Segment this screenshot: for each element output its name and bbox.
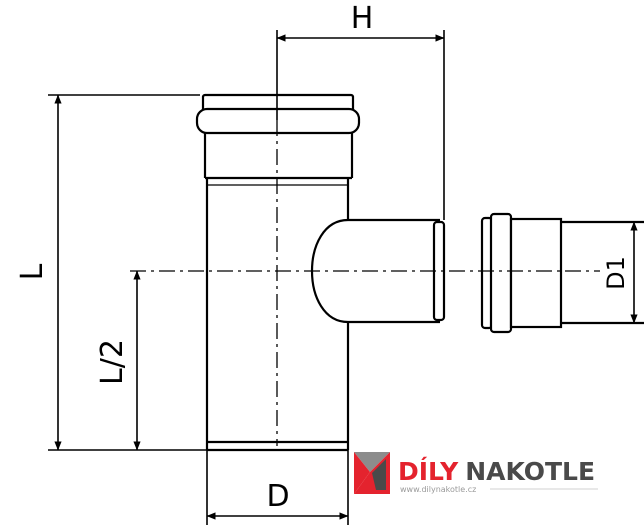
center-lines xyxy=(130,120,600,446)
label-l: L xyxy=(15,263,50,280)
top-socket xyxy=(195,93,361,186)
detached-socket xyxy=(480,212,644,334)
logo-text-part2: NA xyxy=(465,457,506,486)
label-d: D xyxy=(266,479,289,514)
label-h: H xyxy=(351,1,374,36)
tee-body xyxy=(205,178,350,452)
logo-icon xyxy=(354,452,390,494)
label-d1: D1 xyxy=(602,256,630,290)
dimension-lines xyxy=(54,34,638,520)
logo-text-part1: DÍLY xyxy=(398,457,459,486)
logo-url: www.dilynakotle.cz xyxy=(400,485,476,494)
label-l-half: L/2 xyxy=(95,339,130,385)
logo-text-part3: KOTLE xyxy=(505,457,595,486)
branch-outlet xyxy=(311,218,446,324)
